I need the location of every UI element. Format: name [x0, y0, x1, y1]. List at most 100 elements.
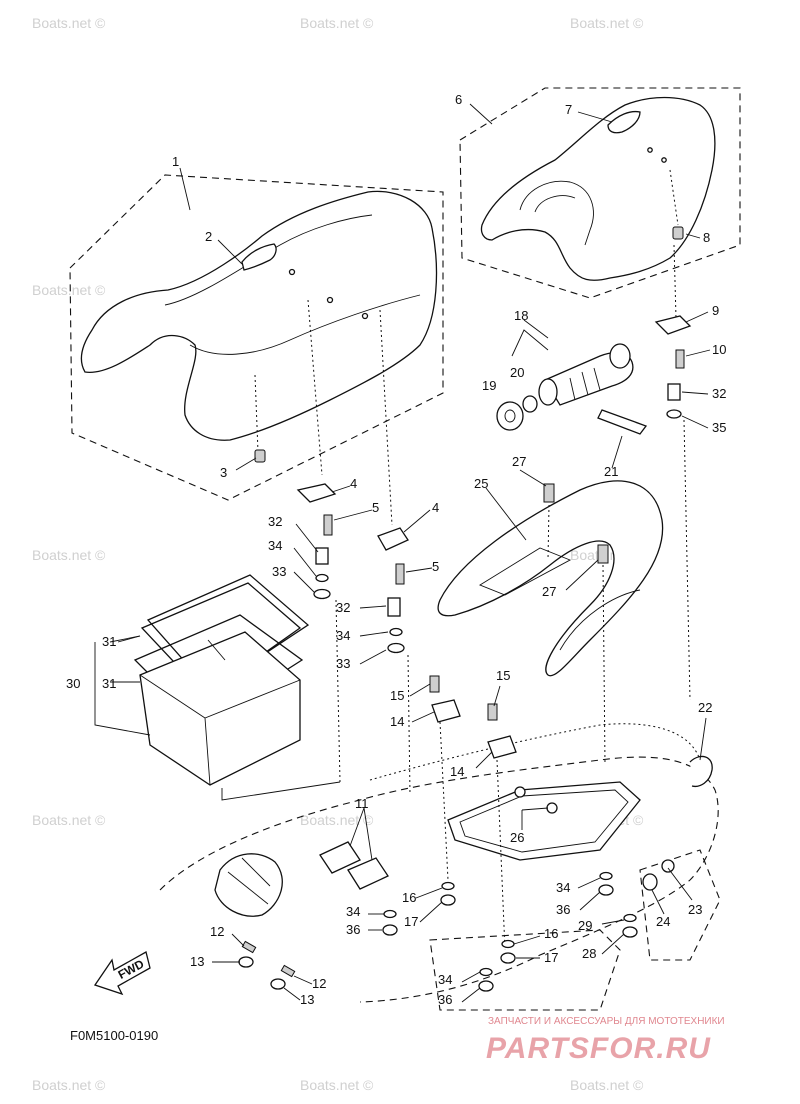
callout-label: 33	[336, 656, 350, 671]
rear-seat-contour	[534, 195, 576, 213]
ring	[522, 395, 538, 413]
callout-label: 2	[205, 229, 212, 244]
seat-damper	[254, 449, 266, 463]
cowling-detail	[227, 857, 271, 905]
washer	[623, 913, 637, 923]
callout-label: 23	[688, 902, 702, 917]
washer	[441, 881, 455, 891]
callout-label: 4	[432, 500, 439, 515]
callout-label: 6	[455, 92, 462, 107]
watermark: Boats.net ©	[32, 15, 106, 31]
front-seat-assembly	[69, 174, 444, 526]
callout-label: 34	[336, 628, 350, 643]
nut	[478, 980, 494, 992]
washer	[387, 642, 405, 654]
callout-label: 31	[102, 676, 116, 691]
callout-label: 11	[355, 796, 369, 811]
hatch-opening	[447, 781, 641, 861]
grommet-hole	[504, 409, 516, 423]
mount-guide-line	[439, 721, 449, 881]
tray-contour	[559, 589, 641, 651]
latch-pin	[667, 383, 681, 401]
screw	[241, 940, 257, 954]
rear-seat	[480, 96, 716, 281]
screw	[280, 964, 296, 978]
watermark: Boats.net ©	[570, 15, 644, 31]
screw	[597, 544, 609, 564]
callout-label: 9	[712, 303, 719, 318]
callout-label: 16	[544, 926, 558, 941]
storage-box-detail	[207, 639, 226, 661]
callout-label: 31	[102, 634, 116, 649]
tray	[437, 480, 664, 677]
callout-label: 34	[438, 972, 452, 987]
latch-bracket	[654, 315, 692, 335]
callout-label: 36	[556, 902, 570, 917]
callout-label: 7	[565, 102, 572, 117]
callout-label: 15	[496, 668, 510, 683]
nut	[238, 956, 254, 968]
deck-hardware	[238, 675, 713, 992]
rear-tray-assembly	[437, 480, 664, 766]
watermark: Boats.net ©	[32, 812, 106, 828]
washer	[383, 909, 397, 919]
front-seat-frame	[69, 174, 444, 501]
callout-label: 17	[404, 914, 418, 929]
leader-lines	[117, 103, 711, 1003]
callout-label: 34	[268, 538, 282, 553]
front-seat-contour	[164, 214, 373, 306]
strap	[597, 409, 648, 435]
watermark: Boats.net ©	[300, 1077, 374, 1093]
callout-label: 13	[300, 992, 314, 1007]
callout-label: 30	[66, 676, 80, 691]
storage-box	[139, 631, 301, 786]
seat-hook	[296, 483, 337, 503]
nut	[382, 924, 398, 936]
mount-hole	[661, 157, 667, 163]
fastener	[514, 786, 526, 798]
seat-hook	[377, 527, 409, 551]
tray-recess	[479, 547, 572, 596]
callout-label: 20	[510, 365, 524, 380]
hull-deck	[159, 723, 721, 1011]
callout-label: 32	[268, 514, 282, 529]
hose-clip	[689, 755, 713, 788]
callout-label: 13	[190, 954, 204, 969]
subframe-outline	[639, 849, 721, 961]
seat-handle-slot	[241, 243, 277, 271]
bolt	[395, 563, 405, 585]
callout-label: 4	[350, 476, 357, 491]
bolt	[487, 703, 498, 721]
storage-box-edge	[139, 674, 301, 786]
mount-hole	[647, 147, 653, 153]
washer	[389, 627, 403, 637]
callout-label: 5	[372, 500, 379, 515]
latch-pin	[387, 597, 401, 617]
brand-banner: ЗАПЧАСТИ И АКСЕССУАРЫ ДЛЯ МОТОТЕХНИКИ PA…	[486, 1016, 725, 1065]
mount-guide-line	[602, 564, 606, 766]
mount-hole	[326, 296, 334, 304]
mount-guide-line	[673, 244, 677, 319]
hull-outline	[159, 756, 719, 1003]
front-seat-contour	[189, 294, 421, 355]
nut	[598, 884, 614, 896]
callout-label: 3	[220, 465, 227, 480]
bracket-line	[94, 642, 151, 736]
washer	[315, 573, 329, 583]
callout-label: 35	[712, 420, 726, 435]
forward-arrow: FWD	[93, 951, 151, 996]
callout-label: 25	[474, 476, 488, 491]
fastener	[546, 802, 558, 814]
washer	[479, 967, 493, 977]
mount-guide-line	[669, 169, 679, 226]
callout-label: 1	[172, 154, 179, 169]
mount-guide-line	[307, 299, 323, 476]
callout-label: 14	[450, 764, 464, 779]
hull-contour	[369, 723, 701, 781]
callout-label: 33	[272, 564, 286, 579]
brand-logo: PARTSFOR.RU	[486, 1032, 711, 1065]
callout-label: 24	[656, 914, 670, 929]
hose-end	[609, 343, 631, 369]
callout-label: 36	[346, 922, 360, 937]
